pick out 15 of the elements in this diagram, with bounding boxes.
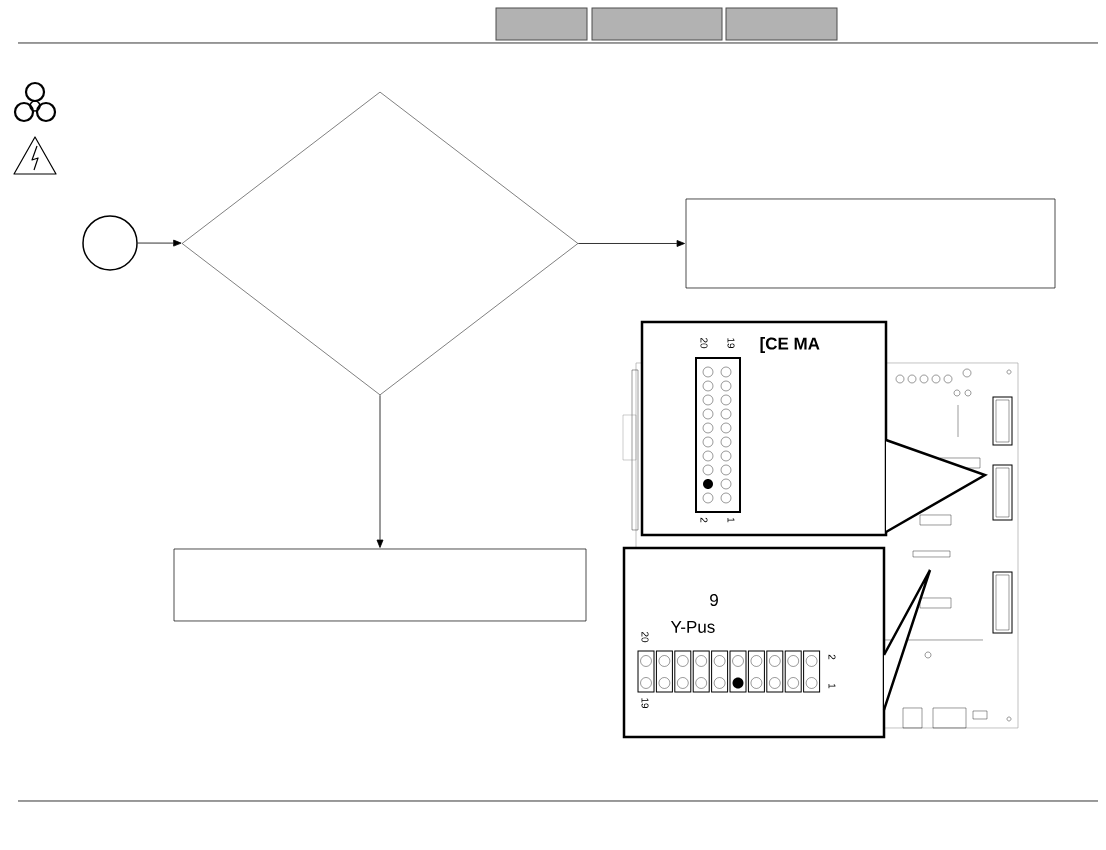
pin-number: 1 <box>727 517 735 523</box>
pin-number: 1 <box>828 683 836 689</box>
pin-number: 19 <box>727 338 735 349</box>
pin-number: 2 <box>828 654 836 660</box>
process-box <box>685 198 1056 289</box>
arrow <box>376 394 384 548</box>
arrow <box>577 240 685 247</box>
arrow <box>137 239 182 247</box>
pin-number: 19 <box>641 698 649 709</box>
decision-diamond <box>181 91 579 396</box>
start-circle <box>82 215 138 271</box>
pin-number: 20 <box>700 337 708 349</box>
process-box <box>173 548 587 622</box>
pin-number: 2 <box>700 517 708 523</box>
pin-number: 20 <box>641 631 649 643</box>
